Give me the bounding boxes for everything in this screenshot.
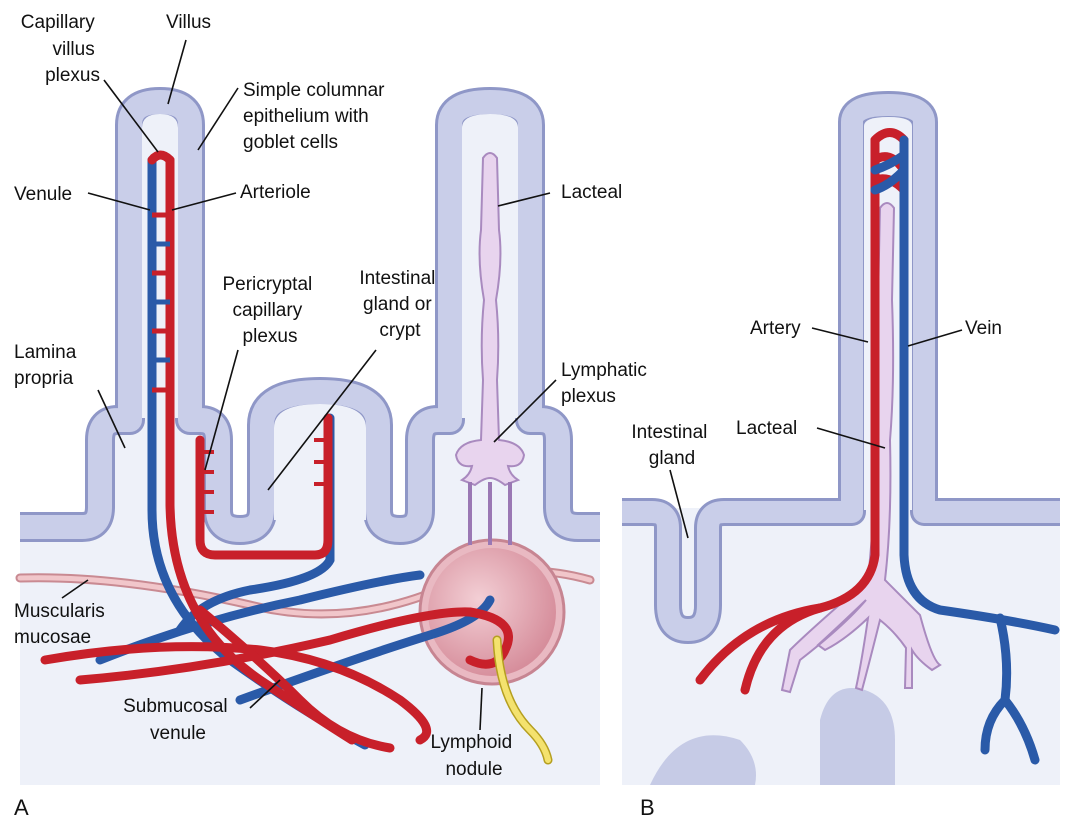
label-intestinal-gland: Intestinal gland xyxy=(631,422,712,469)
label-lamina-propria: Lamina propria xyxy=(14,342,82,389)
lymphatic-plexus-vessels xyxy=(468,482,512,545)
label-submucosal-venule: Submucosal venule xyxy=(123,696,233,744)
label-lacteal-b: Lacteal xyxy=(736,418,797,439)
label-muscularis-mucosae: Muscularis mucosae xyxy=(14,601,110,648)
label-venule: Venule xyxy=(14,184,72,205)
lacteal-a xyxy=(454,152,526,487)
panel-a: Capillary villus plexus Villus Simple co… xyxy=(14,12,652,820)
label-villus: Villus xyxy=(166,12,211,33)
panel-b: Artery Vein Lacteal Intestinal gland B xyxy=(622,91,1060,820)
labels-b: Artery Vein Lacteal Intestinal gland B xyxy=(631,318,1002,820)
leader-lines-b xyxy=(669,327,963,539)
panel-letter-b: B xyxy=(640,795,655,820)
label-intestinal-gland-or-crypt: Intestinal gland or crypt xyxy=(359,268,440,341)
pericryptal-capillary-plexus xyxy=(200,438,328,514)
arteries-a xyxy=(40,150,513,753)
label-lymphoid-nodule: Lymphoid nodule xyxy=(431,732,518,780)
leader-lines-a xyxy=(61,39,557,731)
capillary-villus-plexus xyxy=(152,212,170,393)
label-capillary-villus-plexus: Capillary villus plexus xyxy=(21,12,100,86)
label-simple-columnar-epithelium: Simple columnar epithelium with goblet c… xyxy=(243,80,390,153)
labels-a: Capillary villus plexus Villus Simple co… xyxy=(14,12,652,820)
label-pericryptal-capillary-plexus: Pericryptal capillary plexus xyxy=(222,274,317,347)
label-vein: Vein xyxy=(965,318,1002,339)
vein-b xyxy=(870,135,1060,765)
label-artery: Artery xyxy=(750,318,801,339)
panel-letter-a: A xyxy=(14,795,29,820)
label-lymphatic-plexus: Lymphatic plexus xyxy=(561,360,652,407)
label-lacteal-a: Lacteal xyxy=(561,182,622,203)
label-arteriole: Arteriole xyxy=(240,182,311,203)
